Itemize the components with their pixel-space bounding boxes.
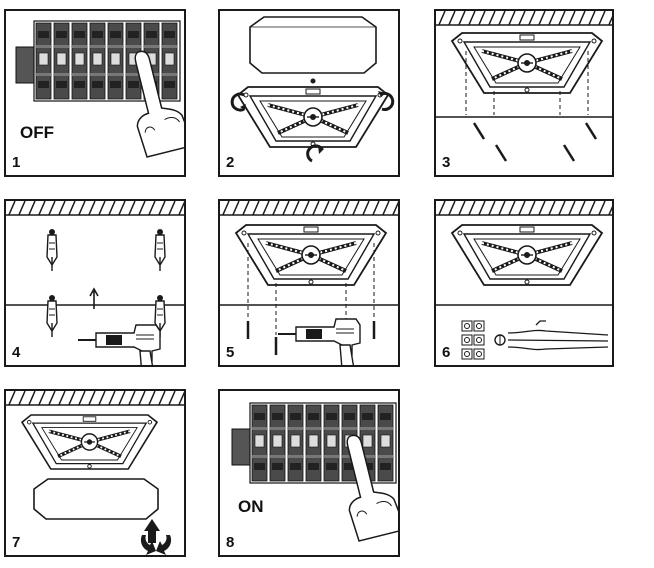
step-number: 1: [12, 154, 21, 171]
ceiling-hatch: [436, 201, 612, 215]
base-plate: [234, 223, 388, 287]
step-number: 5: [226, 344, 235, 361]
status-off-label: OFF: [20, 123, 54, 142]
mark-holes-illustration: [436, 11, 612, 162]
step-7-panel: 7: [4, 389, 186, 557]
step-6-panel: L N 6: [434, 199, 614, 367]
step-4-panel: 4: [4, 199, 186, 367]
step-3-panel: 3: [434, 9, 614, 177]
guide-lines: [247, 243, 375, 339]
ceiling-hatch: [220, 201, 398, 215]
step-1-panel: OFF 1: [4, 9, 186, 177]
screw-base-illustration: [220, 201, 398, 365]
wiring-illustration: [436, 201, 612, 360]
ceiling-hatch: [436, 11, 612, 25]
drill-icon: [277, 318, 361, 365]
anchor-top-right: [154, 228, 166, 272]
status-on-label: ON: [238, 497, 264, 516]
step-number: 2: [226, 154, 235, 171]
rotate-arrow-left-icon: [230, 92, 245, 112]
ceiling-hatch: [6, 201, 184, 215]
step-number: 3: [442, 154, 451, 171]
step-2-panel: 2: [218, 9, 400, 177]
insert-anchors-illustration: [6, 201, 184, 365]
step-number: 4: [12, 344, 21, 361]
step-number: 7: [12, 534, 21, 551]
guide-lines: [465, 51, 589, 115]
breaker-on-illustration: [231, 402, 398, 543]
step-5-panel: 5: [218, 199, 400, 367]
step-8-panel: ON 8: [218, 389, 400, 557]
breaker-off-illustration: [15, 20, 184, 159]
lamp-cover: [33, 478, 159, 520]
drill-icon: [77, 324, 161, 365]
terminal-block: [461, 320, 485, 360]
step-number: 6: [442, 344, 451, 361]
base-plate: [450, 31, 604, 95]
ceiling-hatch: [6, 391, 184, 405]
supply-cable: [507, 320, 609, 351]
base-plate: [236, 85, 390, 149]
up-arrow-icon: [89, 287, 99, 309]
rotate-arrows-icon: [140, 519, 172, 555]
lamp-cover: [249, 16, 377, 74]
anchor-bottom-left: [46, 294, 58, 338]
base-plate: [450, 223, 604, 287]
pencil-marks: [472, 122, 598, 162]
step-number: 8: [226, 534, 235, 551]
remove-cover-illustration: [230, 16, 395, 163]
attach-cover-illustration: [6, 391, 184, 555]
base-plate: [20, 413, 159, 471]
anchor-top-left: [46, 228, 58, 272]
